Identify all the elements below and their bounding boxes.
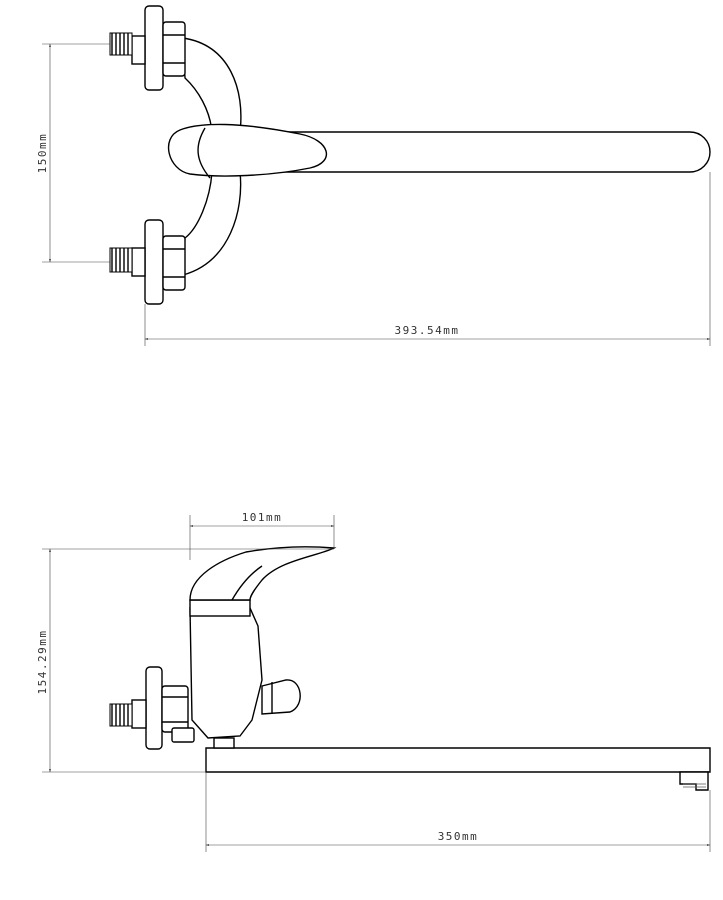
side-view: 101mm 154.29mm 350mm [36, 511, 711, 852]
side-nut [161, 685, 189, 733]
top-lower-connector [182, 171, 242, 276]
top-upper-connector [182, 37, 242, 133]
side-aerator [679, 771, 709, 791]
side-dim-handle: 101mm [189, 511, 335, 560]
side-collar [189, 599, 251, 617]
top-upper-flange [144, 5, 164, 91]
side-lever-handle [189, 546, 337, 601]
side-dim-spout-label: 350mm [438, 830, 479, 843]
top-dim-height-label: 150mm [36, 133, 49, 174]
top-dim-width-label: 393.54mm [395, 324, 460, 337]
top-lever-handle [167, 123, 328, 177]
side-plug [171, 727, 195, 743]
top-dim-width: 393.54mm [144, 172, 711, 346]
top-lower-flange [144, 219, 164, 305]
side-mixer-body [189, 607, 263, 739]
side-dim-handle-label: 101mm [242, 511, 283, 524]
side-dim-height: 154.29mm [36, 548, 334, 773]
top-lower-nut [162, 235, 186, 291]
top-upper-nut [162, 21, 186, 77]
side-thread [109, 703, 133, 727]
side-dim-height-label: 154.29mm [36, 630, 49, 695]
top-dim-height: 150mm [36, 43, 110, 263]
top-view: 150mm 393.54mm [36, 5, 711, 346]
side-dim-spout: 350mm [205, 772, 711, 852]
top-upper-thread [109, 32, 133, 56]
side-spout [205, 747, 711, 773]
top-lower-thread [109, 247, 133, 273]
side-flange [145, 666, 163, 750]
top-spout-arm [235, 131, 711, 173]
side-diverter-knob [261, 679, 301, 715]
top-lever-cap [197, 127, 211, 179]
